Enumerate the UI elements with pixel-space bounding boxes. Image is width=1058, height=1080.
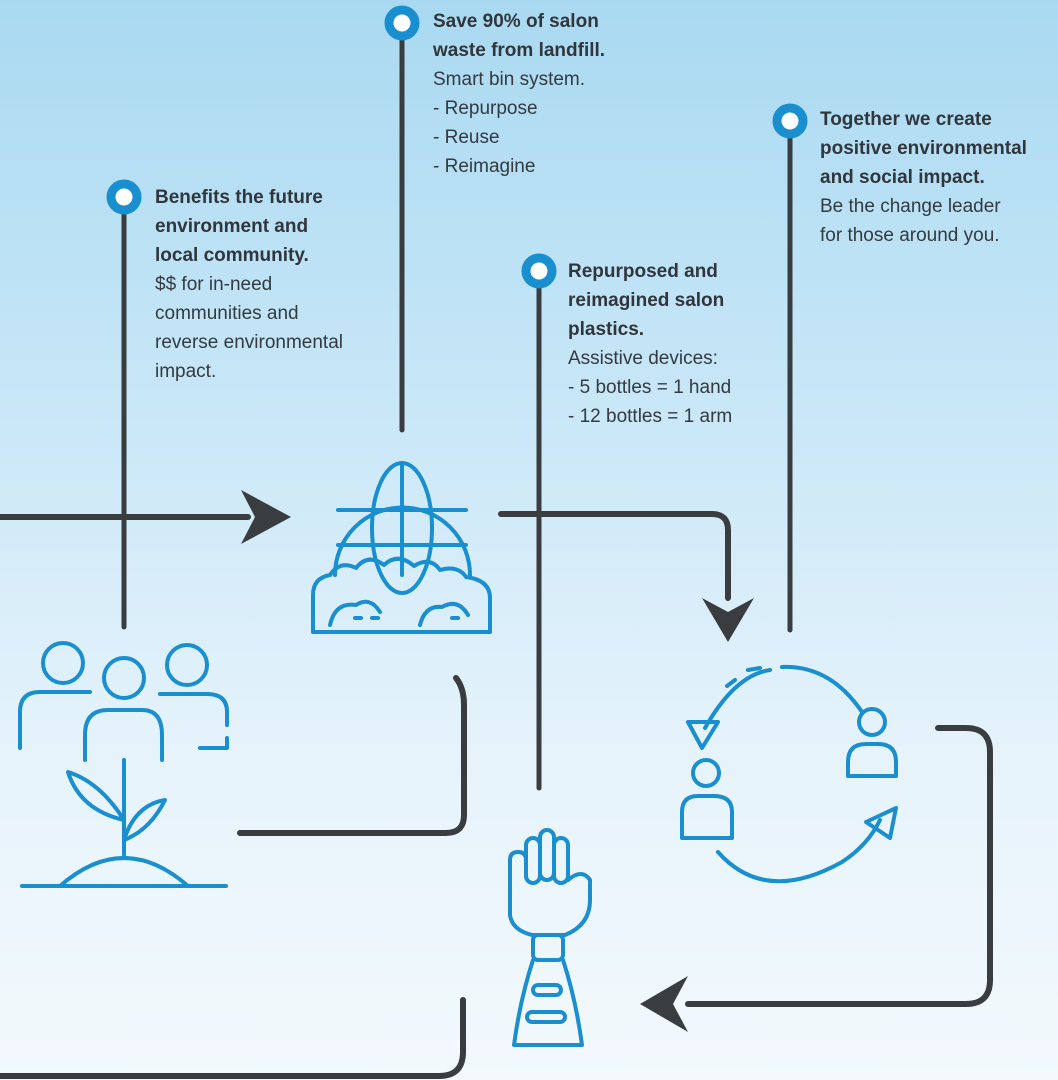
marker-ring-icon xyxy=(384,5,420,41)
block-title-line: reimagined salon xyxy=(568,290,725,311)
block-body-line: Smart bin system. xyxy=(433,69,586,90)
block-body-line: - Repurpose xyxy=(433,98,538,119)
block-body-line: - 12 bottles = 1 arm xyxy=(568,406,733,427)
block-body-line: communities and xyxy=(155,303,299,324)
people-plant-icon xyxy=(18,641,229,888)
flow-connector-globe-to-cycle xyxy=(498,511,731,601)
block-title-line: and social impact. xyxy=(820,167,985,188)
text-block-environment-community: Benefits the future environment and loca… xyxy=(155,183,375,386)
arrow-head-right xyxy=(241,490,291,544)
people-cycle-icon xyxy=(680,664,898,884)
flow-connector-out xyxy=(0,997,466,1079)
marker-ring-icon xyxy=(106,179,142,215)
marker-ring-icon xyxy=(772,103,808,139)
block-title-line: Benefits the future xyxy=(155,187,323,208)
prosthetic-hand-icon xyxy=(508,828,592,1047)
text-block-salon-waste: Save 90% of salon waste from landfill. S… xyxy=(433,7,633,181)
block-body-line: - Reimagine xyxy=(433,156,536,177)
block-body-line: Be the change leader xyxy=(820,196,1001,217)
block-title-line: local community. xyxy=(155,245,309,266)
globe-bush-icon xyxy=(311,461,492,634)
block-title-line: Repurposed and xyxy=(568,261,718,282)
marker-ring-icon xyxy=(521,253,557,289)
block-title-line: positive environmental xyxy=(820,138,1027,159)
flow-connector-globe-to-plant xyxy=(237,675,467,836)
flow-connector-cycle-to-hand xyxy=(685,725,993,1007)
block-title-line: Save 90% of salon xyxy=(433,11,599,32)
block-body-line: reverse environmental xyxy=(155,332,343,353)
arrow-head-left xyxy=(640,976,688,1032)
block-body-line: for those around you. xyxy=(820,225,1000,246)
text-block-social-impact: Together we create positive environmenta… xyxy=(820,105,1055,250)
arrow-head-down xyxy=(702,598,754,642)
block-body-line: impact. xyxy=(155,361,217,382)
text-block-repurposed-plastics: Repurposed and reimagined salon plastics… xyxy=(568,257,768,431)
block-body-line: - Reuse xyxy=(433,127,500,148)
block-body-line: Assistive devices: xyxy=(568,348,718,369)
block-body-line: $$ for in-need xyxy=(155,274,273,295)
block-title-line: Together we create xyxy=(820,109,992,130)
block-body-line: - 5 bottles = 1 hand xyxy=(568,377,732,398)
block-title-line: waste from landfill. xyxy=(433,40,606,61)
block-title-line: plastics. xyxy=(568,319,645,340)
block-title-line: environment and xyxy=(155,216,309,237)
